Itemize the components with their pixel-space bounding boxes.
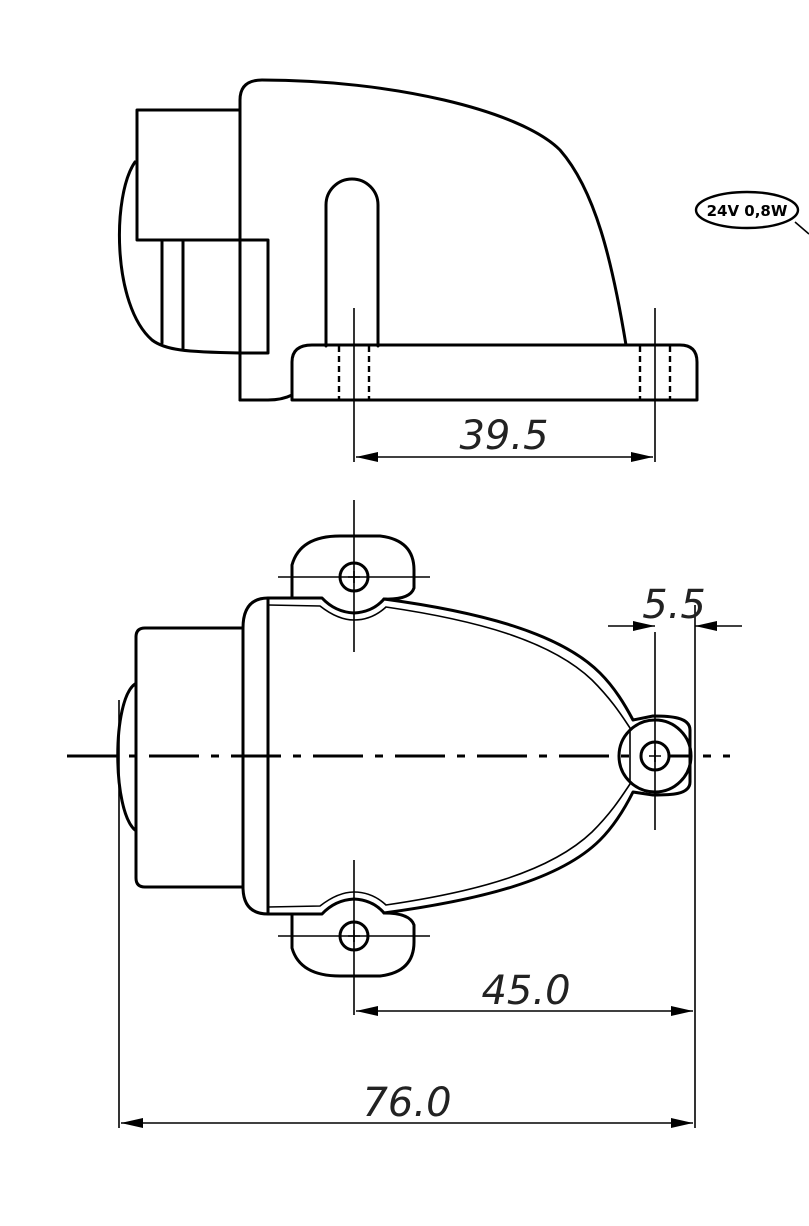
side-main-body	[238, 78, 628, 402]
side-body-foot	[238, 393, 294, 402]
rating-badge: 24V 0,8W	[694, 190, 809, 235]
dim-45-0-label: 45.0	[481, 968, 570, 1014]
dim-39-5-arrow-right	[631, 452, 653, 462]
top-lug-upper	[290, 534, 416, 601]
top-view: 5.5 45.0 76.0	[67, 500, 742, 1128]
rating-badge-leader	[794, 221, 809, 235]
dim-45-0-arrow-left	[356, 1006, 378, 1016]
dim-5-5-label: 5.5	[642, 582, 706, 628]
dim-45-0-arrow-right	[671, 1006, 693, 1016]
top-lens-housing	[134, 626, 245, 889]
side-window-slot	[324, 177, 380, 348]
screw-right-plus	[649, 750, 661, 762]
screw-lower-plus	[348, 930, 360, 942]
screw-upper-plus	[348, 571, 360, 583]
top-housing-outline	[241, 596, 692, 916]
dim-76-0-label: 76.0	[362, 1080, 451, 1126]
rating-badge-label: 24V 0,8W	[707, 202, 788, 220]
dim-5-5-arrow-right	[695, 621, 717, 631]
top-lug-lower	[290, 911, 416, 978]
side-lens-dome	[118, 160, 242, 355]
dim-5-5-arrow-left	[633, 621, 655, 631]
dim-76-0-arrow-left	[121, 1118, 143, 1128]
side-view: 39.5	[118, 78, 699, 462]
top-housing-inner-outline	[267, 604, 631, 908]
top-lens-dome	[116, 682, 137, 832]
dim-39-5-label: 39.5	[459, 413, 548, 459]
side-lens-housing	[135, 108, 270, 355]
dim-39-5-arrow-left	[356, 452, 378, 462]
rating-badge-ellipse	[694, 190, 800, 230]
dim-76-0-arrow-right	[671, 1118, 693, 1128]
side-flange	[290, 343, 699, 402]
